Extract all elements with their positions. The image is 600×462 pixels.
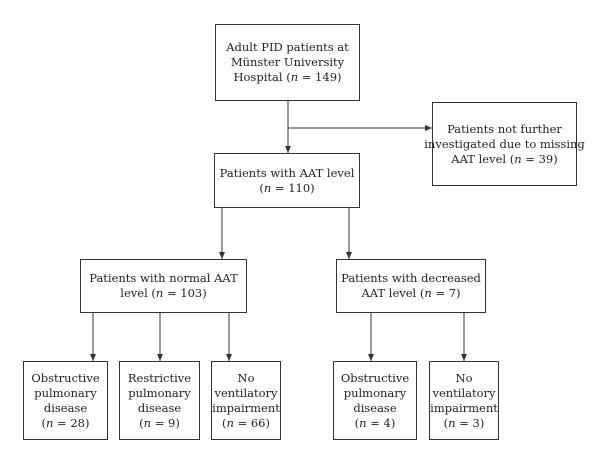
node-d-none-line3: impairment: [430, 400, 498, 415]
node-n-none-line3: impairment: [212, 400, 280, 415]
node-n-res-line4: (n = 9): [139, 415, 180, 430]
node-d-obs-line4: (n = 4): [354, 415, 396, 430]
node-root-line1: Adult PID patients at: [226, 40, 349, 54]
node-n-none-line4: (n = 66): [222, 415, 270, 430]
node-root-line3: Hospital (n = 149): [233, 70, 342, 84]
node-normal-restrictive: Restrictive pulmonary disease (n = 9): [119, 361, 200, 440]
node-d-none-line2: ventilatory: [432, 385, 496, 400]
node-normal-obstructive: Obstructive pulmonary disease (n = 28): [23, 361, 108, 440]
node-normal-line2: level (n = 103): [120, 286, 207, 300]
node-normal-no-impairment: No ventilatory impairment (n = 66): [211, 361, 281, 440]
node-decreased-aat-level: Patients with decreased AAT level (n = 7…: [336, 259, 486, 313]
node-n-none-line2: ventilatory: [214, 385, 278, 400]
node-decreased-obstructive: Obstructive pulmonary disease (n = 4): [333, 361, 417, 440]
node-d-obs-line1: Obstructive: [340, 370, 410, 385]
node-n-obs-line3: disease: [43, 400, 88, 415]
node-n-obs-line2: pulmonary: [34, 385, 97, 400]
node-n-obs-line1: Obstructive: [31, 370, 100, 385]
node-n-res-line2: pulmonary: [128, 385, 191, 400]
node-d-none-line1: No: [455, 370, 473, 385]
node-n-res-line3: disease: [137, 400, 182, 415]
node-d-none-line4: (n = 3): [443, 415, 485, 430]
node-root-line2: Münster University: [230, 55, 345, 69]
node-n-res-line1: Restrictive: [127, 370, 192, 385]
node-d-obs-line3: disease: [353, 400, 397, 415]
node-normal-aat-level: Patients with normal AAT level (n = 103): [80, 259, 247, 313]
node-aat-line2: (n = 110): [259, 180, 315, 195]
node-d-obs-line2: pulmonary: [343, 385, 407, 400]
node-decreased-line1: Patients with decreased: [341, 271, 481, 285]
node-excluded-line1: Patients not further: [447, 121, 562, 136]
node-decreased-no-impairment: No ventilatory impairment (n = 3): [429, 361, 499, 440]
node-n-obs-line4: (n = 28): [41, 415, 90, 430]
node-excluded-line3: AAT level (n = 39): [451, 151, 558, 166]
node-normal-line1: Patients with normal AAT: [89, 271, 238, 285]
node-n-none-line1: No: [237, 370, 255, 385]
node-patients-with-aat-level: Patients with AAT level (n = 110): [214, 153, 360, 208]
node-not-investigated: Patients not further investigated due to…: [424, 102, 585, 186]
node-adult-pid-patients: Adult PID patients at Münster University…: [215, 24, 360, 101]
node-decreased-line2: AAT level (n = 7): [361, 286, 461, 300]
node-aat-line1: Patients with AAT level: [219, 165, 355, 180]
node-excluded-line2: investigated due to missing: [424, 136, 585, 151]
